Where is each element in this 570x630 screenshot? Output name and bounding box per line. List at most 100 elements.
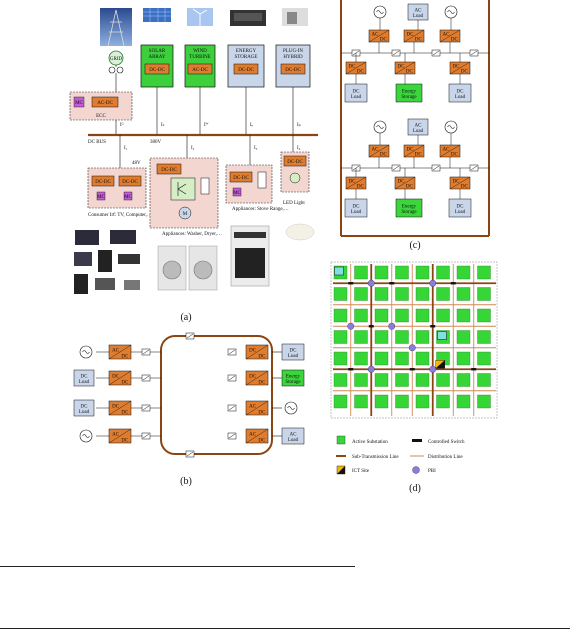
plugin-title-1: PLUG-IN <box>283 49 303 54</box>
c-bus-switch-1-3 <box>469 164 479 172</box>
c-conv-b-1-in: DC <box>407 147 415 152</box>
dc-bus-label: DC BUS <box>88 140 106 145</box>
solar-photo <box>143 8 171 22</box>
c-ac-load-0-l1: AC <box>415 9 423 14</box>
b-left-conv-3-in: AC <box>112 432 120 437</box>
b-right-load-3-l2: Load <box>288 438 299 443</box>
plugin-title-2: HYBRID <box>283 55 303 60</box>
c-dc-load-r-0-l1: DC <box>457 90 465 95</box>
consumer-mc-1-label: MC <box>97 195 105 200</box>
substation-5-1 <box>354 373 368 387</box>
c-dc-load-r-1-l2: Load <box>455 210 466 215</box>
substation-2-2 <box>374 308 389 323</box>
c-conv-a-1-in: AC <box>372 147 380 152</box>
solar-title-1: SOLAR <box>149 49 166 54</box>
b-right-conv-3-in: AC <box>249 432 257 437</box>
grid-label: GRID <box>110 57 123 62</box>
c-conv-f-1-out: DC <box>461 185 469 190</box>
substation-5-7 <box>477 373 491 387</box>
b-left-load-2-l2: Load <box>79 410 90 415</box>
c-conv-d-1-in: DC <box>349 179 357 184</box>
caption-d: (d) <box>409 483 421 494</box>
substation-5-2 <box>374 373 389 387</box>
current-iw: Iᵂ <box>204 122 209 128</box>
consumer-mc-2 <box>123 191 133 201</box>
pbi-3 <box>429 365 437 373</box>
substation-1-7 <box>477 287 491 301</box>
b-left-conv-0-out: DC <box>121 354 129 359</box>
substation-2-0 <box>333 308 348 323</box>
substation-1-0 <box>333 287 348 301</box>
b-left-load-2-l1: DC <box>81 405 89 410</box>
c-conv-b-0-in: DC <box>407 32 415 37</box>
highlight-substation-1 <box>334 266 344 276</box>
substation-6-1 <box>354 394 368 409</box>
substation-5-6 <box>456 373 471 387</box>
c-bus-switch-0-2 <box>431 49 441 57</box>
b-right-conv-2-in: AC <box>249 404 257 409</box>
substation-1-6 <box>456 287 471 301</box>
substation-0-5 <box>436 265 450 280</box>
b-left-conv-0-in: AC <box>112 348 120 353</box>
stove-photo <box>230 225 270 287</box>
c-conv-c-0-in: AC <box>443 32 451 37</box>
consumer-mc-2-label: MC <box>124 195 132 200</box>
b-left-conv-2-out: DC <box>121 410 129 415</box>
controlled-switch-1 <box>389 282 395 285</box>
b-right-switch-3 <box>227 432 237 440</box>
ecc-mc-label: MC <box>75 101 83 106</box>
c-conv-f-0-out: DC <box>461 70 469 75</box>
legend-pbi-label: PBI <box>428 469 436 474</box>
b-right-conv-2-out: DC <box>258 410 266 415</box>
panel-c: ACLoadACDCDCDCACDCDCDCDCDCDCDCDCLoadEner… <box>340 0 490 251</box>
c-dc-load-l-1-l2: Load <box>351 210 362 215</box>
b-right-conv-1-out: DC <box>258 380 266 385</box>
led-label: LED Light <box>283 201 305 206</box>
plugin-converter <box>280 63 306 75</box>
controlled-switch-7 <box>430 325 436 328</box>
current-ip: Iₚ <box>297 123 301 128</box>
c-ac-load-0-l2: Load <box>413 14 424 19</box>
substation-0-2 <box>374 265 389 280</box>
load-feeders <box>119 135 294 168</box>
substation-6-2 <box>374 394 389 409</box>
pbi-6 <box>347 322 355 330</box>
controlled-switch-6 <box>368 325 374 328</box>
branch-current-4: I₄ <box>297 146 301 151</box>
consumer-converter-1 <box>91 175 115 187</box>
b-right-load-3-l1: AC <box>290 433 298 438</box>
stove-label: Appliances: Stove Range,… <box>232 207 289 212</box>
b-right-switch-0 <box>227 348 237 356</box>
voltage-380: 380V <box>150 140 162 145</box>
c-conv-d-1-out: DC <box>357 185 365 190</box>
caption-a: (a) <box>180 312 191 323</box>
wind-title-1: WIND <box>193 49 207 54</box>
b-left-conv-1-out: DC <box>121 380 129 385</box>
b-left-switch-3 <box>141 432 151 440</box>
b-right-switch-1 <box>227 374 237 382</box>
c-conv-c-0-out: DC <box>451 38 459 43</box>
substation-1-2 <box>374 287 389 301</box>
substation-3-2 <box>374 330 389 344</box>
b-left-switch-0 <box>141 348 151 356</box>
substation-5-5 <box>436 373 450 387</box>
c-energy-storage-0-l1: Energy <box>402 90 417 95</box>
c-energy-storage-0-l2: Storage <box>401 95 417 100</box>
